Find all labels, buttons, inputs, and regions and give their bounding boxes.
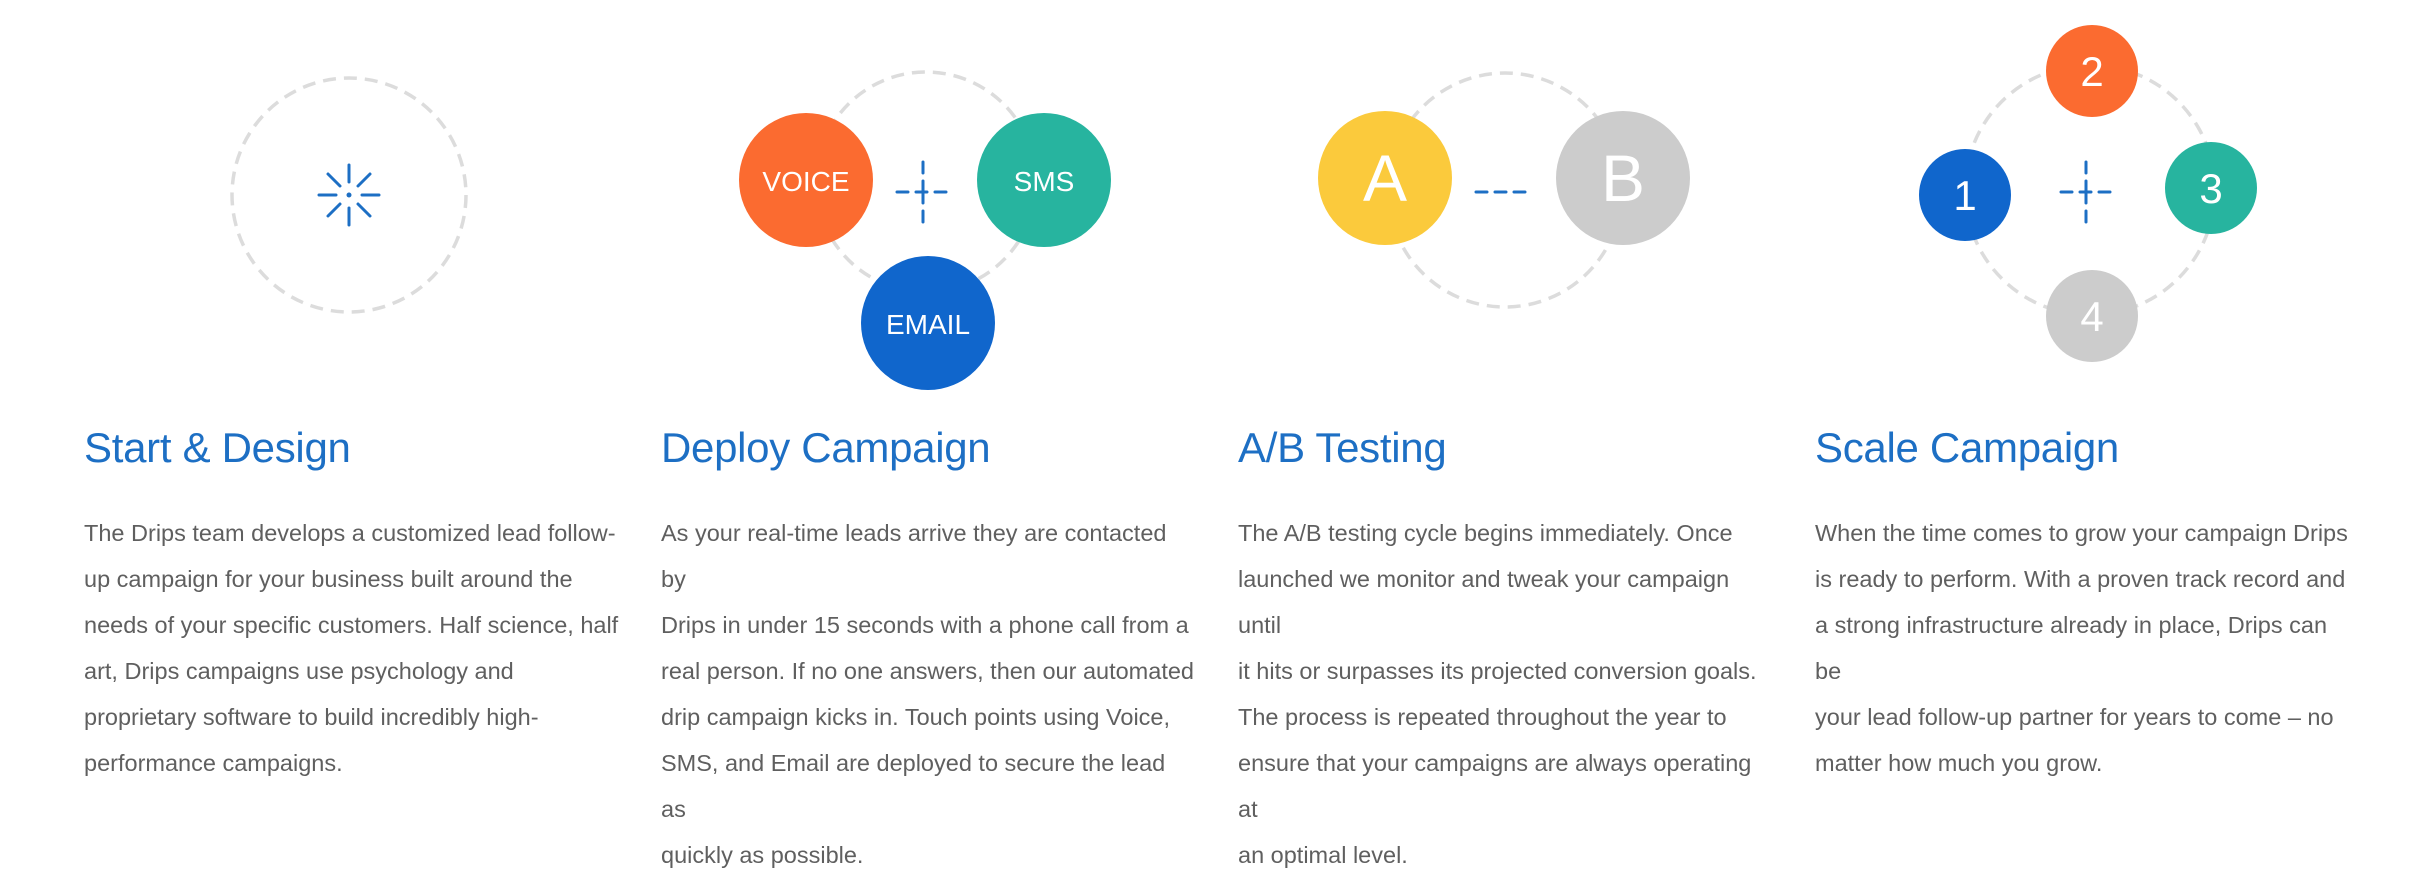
node-3-label: 3 <box>2199 165 2222 212</box>
crosshair-icon <box>2059 160 2112 224</box>
step-scale-campaign: 2 1 3 4 Scale Campaign When the time com… <box>1815 0 2375 807</box>
deploy-campaign-illustration: VOICE SMS EMAIL <box>739 70 1111 390</box>
step-title: Deploy Campaign <box>661 424 991 471</box>
node-1-circle: 1 <box>1919 149 2011 241</box>
step-description: The Drips team develops a customized lea… <box>84 520 619 776</box>
step-title: A/B Testing <box>1238 424 1447 471</box>
sms-channel-circle: SMS <box>977 113 1111 247</box>
variant-b-circle: B <box>1556 111 1690 245</box>
variant-a-circle: A <box>1318 111 1452 245</box>
scale-campaign-illustration: 2 1 3 4 <box>1919 25 2257 362</box>
sparkle-icon <box>317 163 381 227</box>
node-3-circle: 3 <box>2165 142 2257 234</box>
step-title: Start & Design <box>84 424 351 471</box>
step-deploy-campaign: VOICE SMS EMAIL Deploy Campaign As your … <box>661 0 1221 868</box>
step-ab-testing: A B A/B Testing The A/B testing cycle be… <box>1238 0 1798 868</box>
node-4-label: 4 <box>2080 293 2103 340</box>
step-title: Scale Campaign <box>1815 424 2119 471</box>
sms-label: SMS <box>1014 166 1075 197</box>
step-start-design: Start & Design The Drips team develops a… <box>84 0 644 807</box>
ab-testing-illustration: A B <box>1318 71 1690 309</box>
step-description: When the time comes to grow your campaig… <box>1815 520 2348 776</box>
voice-channel-circle: VOICE <box>739 113 873 247</box>
node-4-circle: 4 <box>2046 270 2138 362</box>
dashed-ring <box>230 76 468 314</box>
step-description: The A/B testing cycle begins immediately… <box>1238 520 1757 868</box>
step-description: As your real-time leads arrive they are … <box>661 520 1194 868</box>
crosshair-icon <box>895 160 948 224</box>
node-1-label: 1 <box>1953 172 1976 219</box>
variant-a-label: A <box>1363 141 1407 215</box>
variant-b-label: B <box>1601 141 1645 215</box>
email-label: EMAIL <box>886 309 970 340</box>
start-design-illustration <box>230 76 468 314</box>
voice-label: VOICE <box>762 166 849 197</box>
node-2-label: 2 <box>2080 48 2103 95</box>
node-2-circle: 2 <box>2046 25 2138 117</box>
email-channel-circle: EMAIL <box>861 256 995 390</box>
